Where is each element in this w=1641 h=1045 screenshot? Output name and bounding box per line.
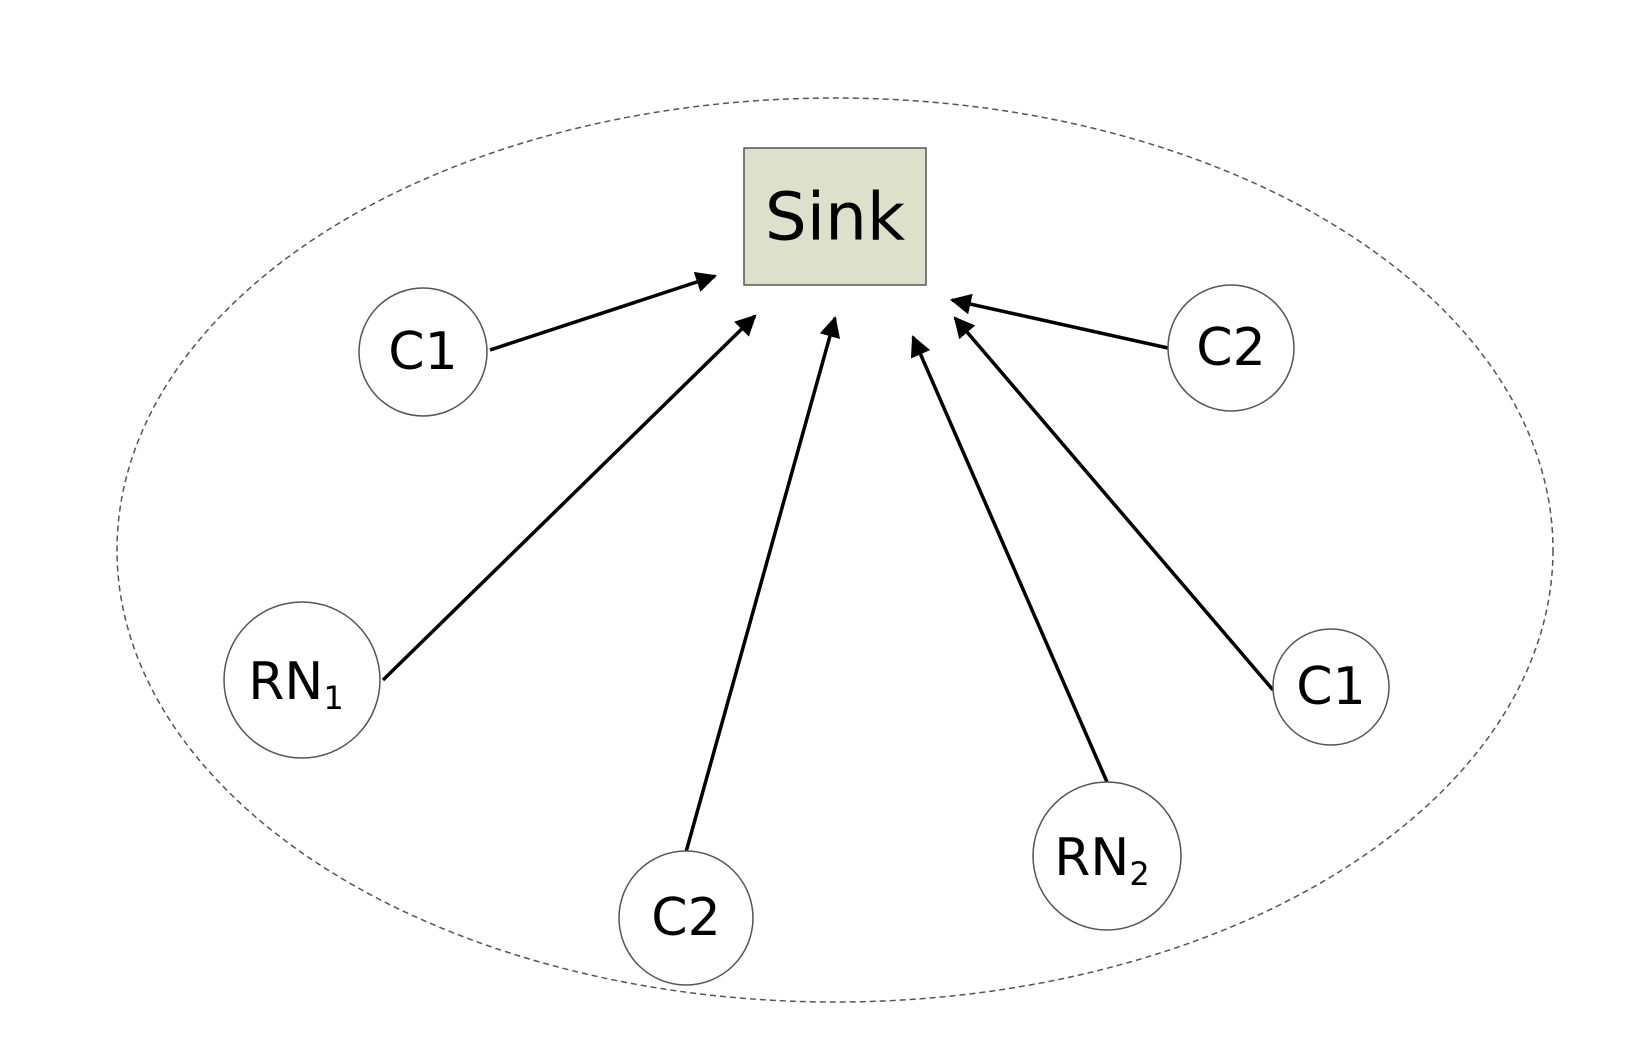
node-rn2: RN2	[1032, 781, 1182, 931]
node-label: C1	[1296, 657, 1365, 717]
sink-node: Sink	[743, 147, 927, 286]
node-label-main: RN	[248, 652, 323, 712]
edge-c1-right-to-sink	[953, 316, 1275, 692]
edges	[381, 271, 1275, 853]
node-c2-bottom: C2	[618, 850, 754, 986]
node-label: C2	[651, 888, 720, 948]
edge-c2-bottom-to-sink	[684, 315, 841, 853]
node-circle	[618, 850, 754, 986]
node-c1-top-left: C1	[358, 287, 488, 417]
node-label: RN1	[248, 652, 343, 717]
node-label-subscript: 1	[323, 679, 343, 717]
edge-rn2-to-sink	[910, 335, 1109, 783]
node-rn1: RN1	[223, 601, 381, 759]
cluster-boundary	[116, 97, 1554, 1003]
node-circle	[358, 287, 488, 417]
node-label: C1	[388, 322, 457, 382]
node-label: RN2	[1054, 828, 1149, 893]
node-c1-right: C1	[1272, 628, 1390, 746]
node-label-subscript: 2	[1129, 855, 1149, 893]
node-circle	[1167, 284, 1295, 412]
node-circle	[223, 601, 381, 759]
sink-label: Sink	[765, 179, 906, 256]
node-circle	[1272, 628, 1390, 746]
node-label-main: RN	[1054, 828, 1129, 888]
sink-box	[743, 147, 927, 286]
edge-rn1-to-sink	[381, 314, 757, 682]
node-c2-top-right: C2	[1167, 284, 1295, 412]
node-label: C2	[1196, 318, 1265, 378]
node-circle	[1032, 781, 1182, 931]
edge-c1-top-left-to-sink	[489, 271, 717, 352]
edge-c2-top-right-to-sink	[949, 293, 1169, 350]
